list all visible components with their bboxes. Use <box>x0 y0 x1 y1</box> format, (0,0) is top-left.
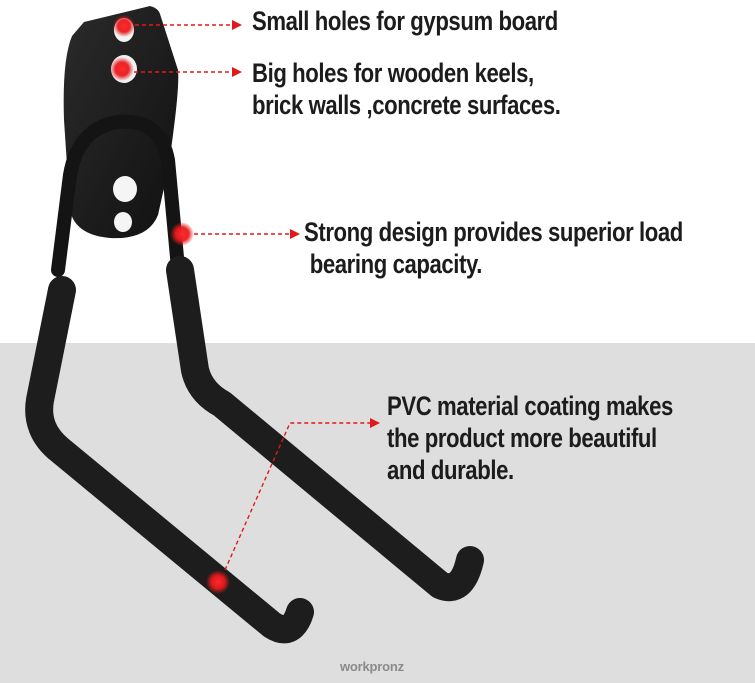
arrow-icon <box>232 67 242 77</box>
big-hole-bottom <box>113 176 137 202</box>
callout-line: the product more beautiful <box>387 422 657 453</box>
arrow-icon <box>290 229 300 239</box>
right-arm <box>166 256 484 602</box>
arrow-icon <box>370 418 380 428</box>
callout-line: Small holes for gypsum board <box>252 6 558 36</box>
callout-line: Strong design provides superior load <box>304 217 683 247</box>
callout-line: Big holes for wooden keels, <box>252 58 534 88</box>
small-hole-bottom <box>114 212 132 232</box>
callout-line: brick walls ,concrete surfaces. <box>252 89 561 120</box>
callout-small-holes: Small holes for gypsum board <box>252 6 558 38</box>
callout-line: PVC material coating makes <box>387 391 673 421</box>
watermark: workpronz <box>340 659 404 674</box>
callout-pvc-coating: PVC material coating makes the product m… <box>387 391 673 487</box>
marker-dot-strong-design <box>170 222 194 246</box>
callout-big-holes: Big holes for wooden keels, brick walls … <box>252 58 561 122</box>
marker-dot-pvc <box>206 570 230 594</box>
callout-line: and durable. <box>387 454 514 485</box>
marker-dot-small-holes <box>113 15 135 37</box>
callout-line: bearing capacity. <box>304 248 483 279</box>
hook-rod-bend <box>51 114 185 277</box>
marker-dot-big-holes <box>110 57 134 81</box>
arrow-icon <box>232 20 242 30</box>
left-arm <box>25 276 314 644</box>
callout-strong-design: Strong design provides superior load bea… <box>304 217 683 281</box>
